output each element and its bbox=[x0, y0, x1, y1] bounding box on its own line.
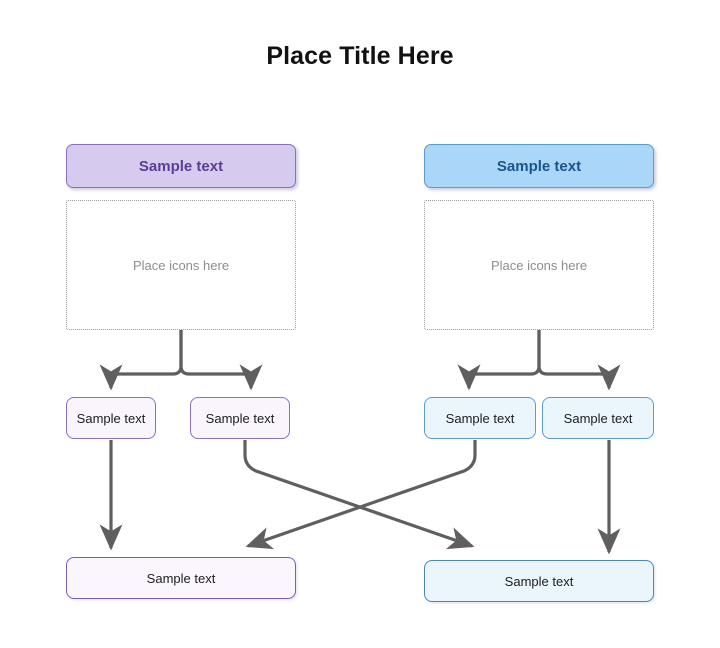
left-bottom-box-label: Sample text bbox=[146, 570, 216, 586]
right-mid-box-2-label: Sample text bbox=[563, 410, 633, 426]
right-mid-box-1[interactable]: Sample text bbox=[424, 397, 536, 439]
left-header-box[interactable]: Sample text bbox=[66, 144, 296, 188]
right-header-box[interactable]: Sample text bbox=[424, 144, 654, 188]
left-bottom-box[interactable]: Sample text bbox=[66, 557, 296, 599]
page-title: Place Title Here bbox=[266, 42, 454, 70]
left-mid-box-1-label: Sample text bbox=[76, 410, 146, 426]
connector-cross-left-to-right-bottom bbox=[243, 440, 475, 550]
connector-right-fork-branch-2 bbox=[537, 330, 621, 391]
connector-left-fork-branch-2 bbox=[179, 330, 263, 391]
right-mid-box-2[interactable]: Sample text bbox=[542, 397, 654, 439]
left-mid-box-1[interactable]: Sample text bbox=[66, 397, 156, 439]
left-icon-placeholder-label: Place icons here bbox=[132, 257, 230, 273]
connector-cross-right-to-left-bottom bbox=[245, 440, 477, 550]
left-icon-placeholder[interactable]: Place icons here bbox=[66, 200, 296, 330]
right-bottom-box[interactable]: Sample text bbox=[424, 560, 654, 602]
connector-left-fork-branch-1 bbox=[99, 330, 183, 391]
right-header-label: Sample text bbox=[496, 157, 582, 175]
left-header-label: Sample text bbox=[138, 157, 224, 175]
left-mid-box-2[interactable]: Sample text bbox=[190, 397, 290, 439]
right-bottom-box-label: Sample text bbox=[504, 573, 574, 589]
right-icon-placeholder[interactable]: Place icons here bbox=[424, 200, 654, 330]
right-mid-box-1-label: Sample text bbox=[445, 410, 515, 426]
right-icon-placeholder-label: Place icons here bbox=[490, 257, 588, 273]
left-mid-box-2-label: Sample text bbox=[205, 410, 275, 426]
connector-right-fork-branch-1 bbox=[457, 330, 541, 391]
